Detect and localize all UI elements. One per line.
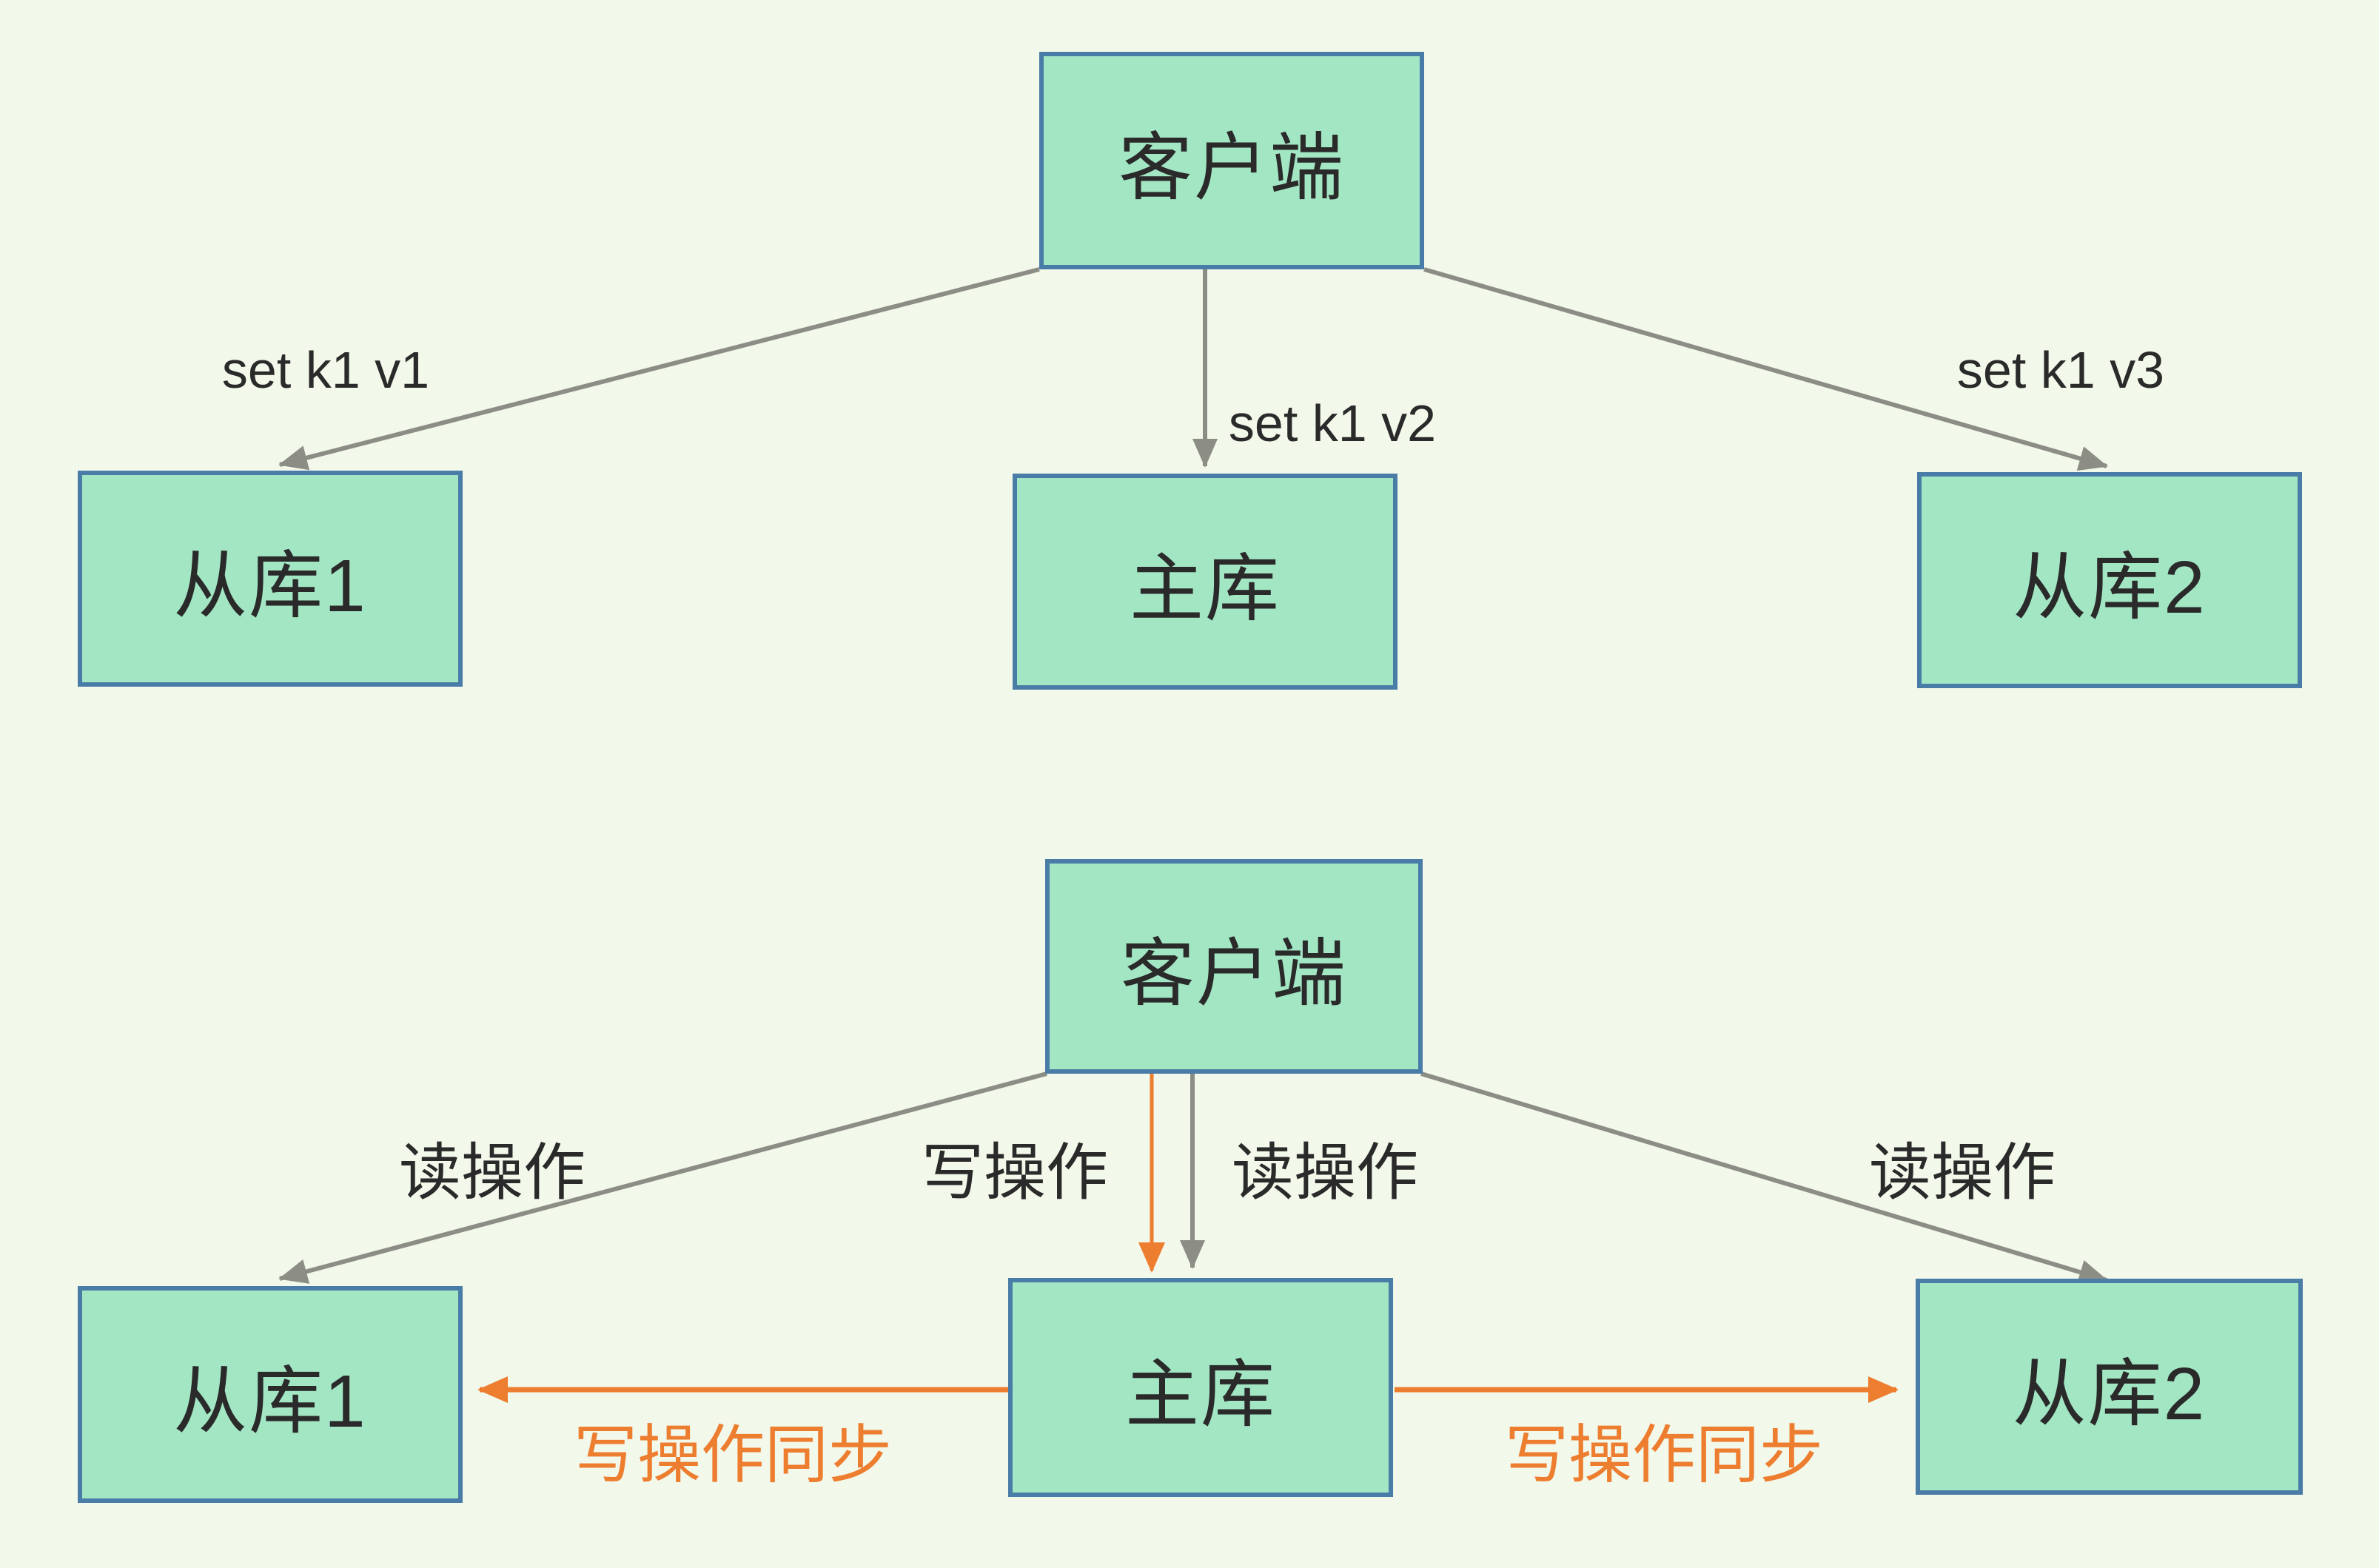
edge-top-client-slave1 — [278, 267, 1040, 471]
edge-label-read-slave2: 读操作 — [1868, 1137, 2056, 1208]
node-top-slave1: 从库1 — [78, 471, 463, 687]
node-top-slave2: 从库2 — [1917, 472, 2302, 688]
node-bottom-client-label: 客户端 — [1121, 932, 1347, 1015]
node-top-master-label: 主库 — [1130, 547, 1281, 630]
edge-label-read-master: 读操作 — [1231, 1137, 1419, 1208]
node-bottom-master: 主库 — [1008, 1278, 1393, 1497]
edge-bottom-client-slave2-read — [1420, 1071, 2108, 1285]
node-bottom-slave2-label: 从库2 — [2012, 1352, 2207, 1436]
edge-top-client-slave2 — [1423, 267, 2108, 471]
edge-label-sync-slave2: 写操作同步 — [1505, 1419, 1823, 1491]
node-bottom-client: 客户端 — [1045, 859, 1423, 1074]
node-bottom-slave1: 从库1 — [78, 1286, 463, 1503]
node-top-client: 客户端 — [1039, 52, 1424, 269]
node-top-master: 主库 — [1013, 474, 1397, 690]
edge-label-set-k1-v1: set k1 v1 — [221, 341, 430, 399]
edge-label-set-k1-v3: set k1 v3 — [1956, 341, 2165, 399]
node-bottom-slave1-label: 从库1 — [173, 1360, 367, 1443]
edge-bottom-client-slave1-read — [278, 1071, 1047, 1284]
edge-label-sync-slave1: 写操作同步 — [574, 1419, 892, 1491]
node-top-slave1-label: 从库1 — [173, 544, 367, 627]
node-top-client-label: 客户端 — [1118, 126, 1345, 209]
node-bottom-master-label: 主库 — [1125, 1353, 1276, 1436]
edge-label-set-k1-v2: set k1 v2 — [1228, 394, 1437, 452]
edge-label-write-master: 写操作 — [921, 1137, 1109, 1208]
edge-label-read-slave1: 读操作 — [398, 1137, 586, 1208]
node-bottom-slave2: 从库2 — [1916, 1279, 2303, 1495]
node-top-slave2-label: 从库2 — [2013, 545, 2207, 629]
